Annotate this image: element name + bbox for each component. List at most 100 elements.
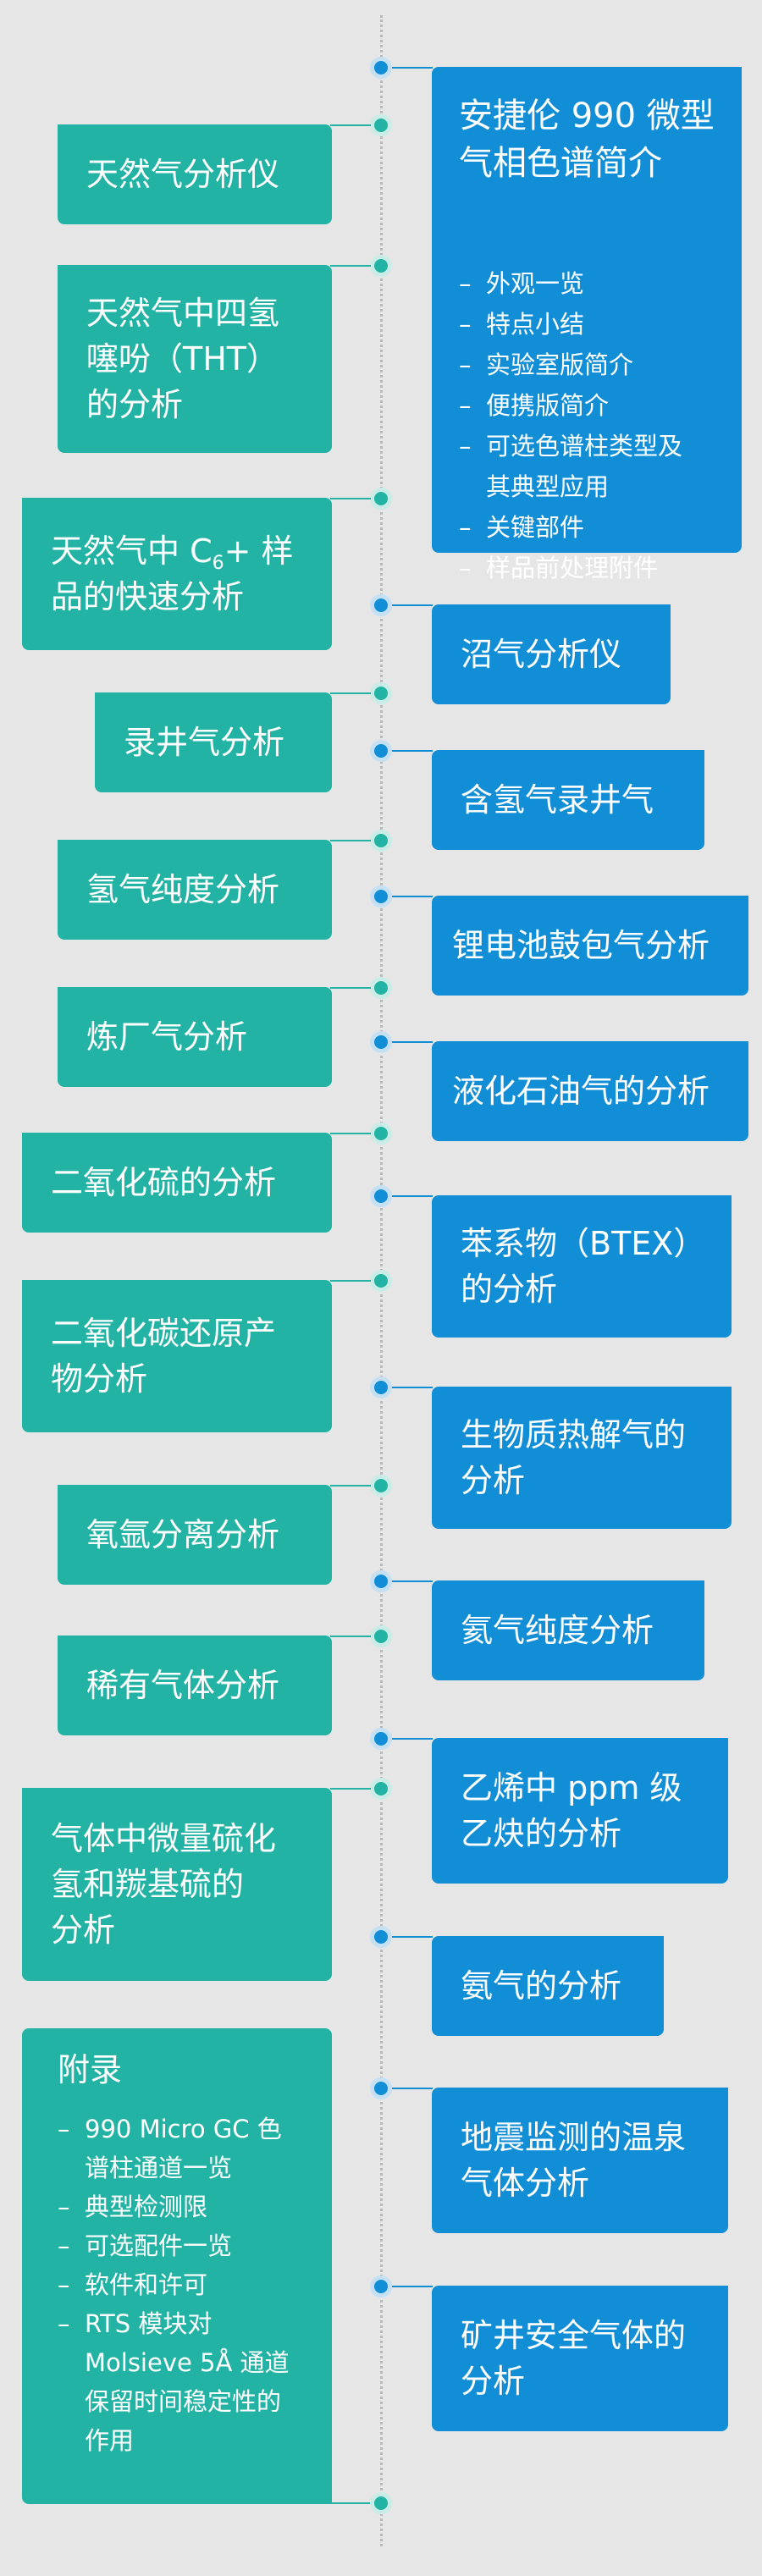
timeline-node <box>370 488 392 510</box>
item-label: 苯系物（BTEX） 的分析 <box>461 1225 706 1308</box>
timeline-node <box>370 740 392 762</box>
item-label: 地震监测的温泉 气体分析 <box>461 2119 687 2202</box>
appendix-list-item[interactable]: RTS 模块对 Molsieve 5Å 通道 保留时间稳定性的 作用 <box>58 2304 320 2460</box>
connector-line <box>330 265 371 267</box>
featured-list-item[interactable]: 样品前处理附件 <box>459 548 730 588</box>
featured-list-item[interactable]: 外观一览 <box>459 263 730 304</box>
timeline-node <box>370 1625 392 1647</box>
right-item-battery-swelling-gas[interactable]: 锂电池鼓包气分析 <box>432 896 748 996</box>
connector-line <box>392 750 433 752</box>
featured-title: 安捷伦 990 微型 气相色谱简介 <box>459 97 715 183</box>
timeline-node <box>370 885 392 907</box>
connector-line <box>392 2088 433 2089</box>
appendix-list: 990 Micro GC 色 谱柱通道一览 典型检测限 可选配件一览 软件和许可… <box>58 2110 320 2460</box>
appendix-list-item[interactable]: 990 Micro GC 色 谱柱通道一览 <box>58 2110 320 2187</box>
appendix-title: 附录 <box>58 2051 123 2088</box>
item-label: 天然气分析仪 <box>86 156 280 193</box>
timeline-node <box>370 830 392 852</box>
appendix-box[interactable]: 附录 990 Micro GC 色 谱柱通道一览 典型检测限 可选配件一览 软件… <box>22 2028 332 2504</box>
timeline-node <box>370 1270 392 1292</box>
right-item-ammonia[interactable]: 氨气的分析 <box>432 1936 664 2036</box>
featured-list-item[interactable]: 特点小结 <box>459 304 730 345</box>
right-item-btex[interactable]: 苯系物（BTEX） 的分析 <box>432 1195 732 1338</box>
item-label: 气体中微量硫化 氢和羰基硫的 分析 <box>51 1820 277 1949</box>
left-item-hydrogen-purity[interactable]: 氢气纯度分析 <box>58 840 332 940</box>
connector-line <box>330 498 371 499</box>
right-item-hydrogen-mud-logging[interactable]: 含氢气录井气 <box>432 750 704 850</box>
item-label: 含氢气录井气 <box>461 781 654 819</box>
left-item-refinery-gas[interactable]: 炼厂气分析 <box>58 987 332 1087</box>
right-item-lpg[interactable]: 液化石油气的分析 <box>432 1041 748 1141</box>
connector-line <box>330 1485 371 1487</box>
left-item-sulfur-dioxide[interactable]: 二氧化硫的分析 <box>22 1133 332 1233</box>
item-label: 天然气中 C6+ 样 品的快速分析 <box>51 532 294 615</box>
timeline-node <box>370 1570 392 1592</box>
item-label: 氢气纯度分析 <box>86 871 280 908</box>
timeline-node <box>370 2077 392 2099</box>
item-label: 锂电池鼓包气分析 <box>452 927 710 964</box>
item-label: 氨气的分析 <box>461 1967 622 2005</box>
connector-line <box>392 1387 433 1388</box>
timeline-node <box>370 682 392 704</box>
item-label: 录井气分析 <box>124 724 285 761</box>
featured-intro-box[interactable]: 安捷伦 990 微型 气相色谱简介 外观一览 特点小结 实验室版简介 便携版简介… <box>432 67 742 588</box>
connector-line <box>330 1280 371 1282</box>
timeline-node <box>370 255 392 277</box>
connector-line <box>330 987 371 989</box>
right-item-acetylene-in-ethylene[interactable]: 乙烯中 ppm 级 乙炔的分析 <box>432 1738 728 1884</box>
featured-list-item[interactable]: 便携版简介 <box>459 385 730 426</box>
item-label: 液化石油气的分析 <box>452 1073 710 1110</box>
item-label: 二氧化硫的分析 <box>51 1164 277 1201</box>
right-item-hot-spring-seismic[interactable]: 地震监测的温泉 气体分析 <box>432 2088 728 2233</box>
connector-line <box>330 1636 371 1637</box>
appendix-list-item[interactable]: 软件和许可 <box>58 2265 320 2304</box>
left-item-tht-analysis[interactable]: 天然气中四氢 噻吩（THT） 的分析 <box>58 265 332 453</box>
timeline-node <box>370 1031 392 1053</box>
timeline-node <box>370 1728 392 1750</box>
timeline-node <box>370 594 392 616</box>
left-item-mud-logging-gas[interactable]: 录井气分析 <box>95 692 332 792</box>
featured-list: 外观一览 特点小结 实验室版简介 便携版简介 可选色谱柱类型及 其典型应用 关键… <box>459 263 730 588</box>
featured-list-item[interactable]: 实验室版简介 <box>459 345 730 385</box>
left-item-co2-reduction[interactable]: 二氧化碳还原产 物分析 <box>22 1280 332 1432</box>
connector-line <box>392 67 433 69</box>
timeline-node <box>370 977 392 999</box>
connector-line <box>330 1788 371 1790</box>
right-item-helium-purity[interactable]: 氦气纯度分析 <box>432 1580 704 1680</box>
item-label: 沼气分析仪 <box>461 636 622 673</box>
item-label: 氧氩分离分析 <box>86 1516 280 1553</box>
timeline-node <box>370 114 392 136</box>
left-item-trace-h2s-cos[interactable]: 气体中微量硫化 氢和羰基硫的 分析 <box>22 1788 332 1981</box>
connector-line <box>392 1936 433 1938</box>
connector-line <box>330 2502 371 2504</box>
featured-list-item[interactable]: 可选色谱柱类型及 其典型应用 <box>459 426 730 507</box>
connector-line <box>392 2286 433 2287</box>
timeline-node <box>370 1475 392 1497</box>
left-item-rare-gases[interactable]: 稀有气体分析 <box>58 1636 332 1735</box>
connector-line <box>392 1738 433 1740</box>
right-item-biogas-analyzer[interactable]: 沼气分析仪 <box>432 604 671 704</box>
connector-line <box>392 1041 433 1043</box>
appendix-list-item[interactable]: 典型检测限 <box>58 2187 320 2226</box>
item-label: 二氧化碳还原产 物分析 <box>51 1315 277 1398</box>
connector-line <box>392 1195 433 1197</box>
appendix-list-item[interactable]: 可选配件一览 <box>58 2226 320 2265</box>
timeline-node <box>370 1778 392 1800</box>
timeline-node <box>370 1926 392 1948</box>
timeline-node <box>370 57 392 79</box>
left-item-natural-gas-analyzer[interactable]: 天然气分析仪 <box>58 124 332 224</box>
right-item-mine-safety-gas[interactable]: 矿井安全气体的 分析 <box>432 2286 728 2431</box>
item-label: 氦气纯度分析 <box>461 1612 654 1649</box>
left-item-c6-analysis[interactable]: 天然气中 C6+ 样 品的快速分析 <box>22 498 332 650</box>
left-item-oxygen-argon[interactable]: 氧氩分离分析 <box>58 1485 332 1585</box>
featured-list-item[interactable]: 关键部件 <box>459 507 730 548</box>
item-label: 矿井安全气体的 分析 <box>461 2317 687 2400</box>
item-label: 生物质热解气的 分析 <box>461 1416 687 1499</box>
timeline-node <box>370 1123 392 1145</box>
connector-line <box>330 692 371 694</box>
timeline-node <box>370 1185 392 1207</box>
item-label: 稀有气体分析 <box>86 1667 280 1704</box>
item-label: 乙烯中 ppm 级 乙炔的分析 <box>461 1769 682 1852</box>
connector-line <box>330 124 371 126</box>
right-item-biomass-pyrolysis[interactable]: 生物质热解气的 分析 <box>432 1387 732 1529</box>
